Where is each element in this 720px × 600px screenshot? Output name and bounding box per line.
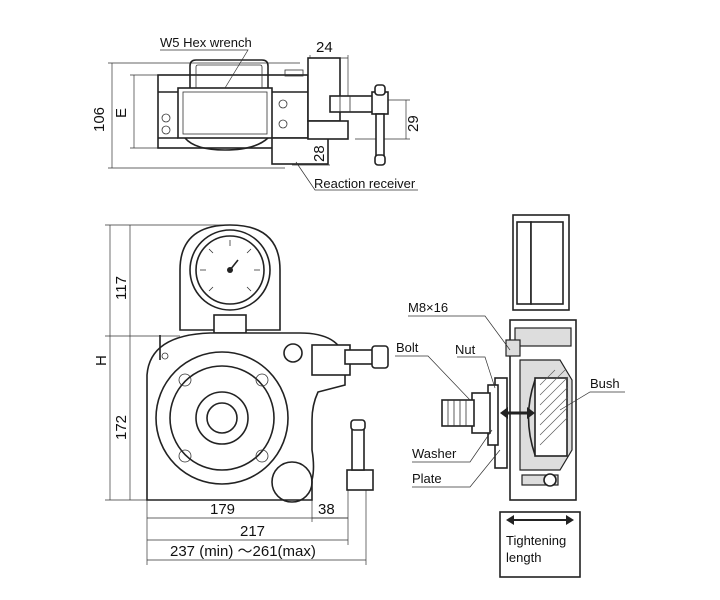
nut-label: Nut [455, 342, 476, 357]
plate-label: Plate [412, 471, 442, 486]
dim-106-label: 106 [91, 107, 108, 132]
dim-e-label: E [113, 108, 130, 118]
m8-label: M8×16 [408, 300, 448, 315]
tightening-label-line2: length [506, 550, 541, 565]
dim-217-label: 217 [240, 523, 265, 540]
front-view: 117 H 172 179 38 217 237 (min) ～261(max) [93, 224, 389, 565]
dim-117-label: 117 [113, 276, 130, 300]
dim-172-label: 172 [113, 415, 130, 440]
dim-28-label: 28 [311, 145, 328, 162]
dim-237-261-label: 237 (min) ～261(max) [170, 543, 316, 560]
hex-wrench-label: W5 Hex wrench [160, 35, 252, 50]
side-view: M8×16 Bolt Nut Bush Washer Plate Tighten… [395, 214, 625, 578]
bolt-label: Bolt [396, 340, 419, 355]
washer-label: Washer [412, 446, 457, 461]
reaction-receiver-label: Reaction receiver [314, 176, 416, 191]
bush-label: Bush [590, 376, 620, 391]
dim-24-label: 24 [316, 39, 333, 56]
dim-179-label: 179 [210, 501, 235, 518]
dim-38-label: 38 [318, 501, 335, 518]
top-view: W5 Hex wrench 24 106 E 29 28 Reaction re… [91, 35, 422, 191]
dim-29-label: 29 [405, 115, 422, 132]
tightening-label-line1: Tightening [506, 533, 566, 548]
dim-h-label: H [93, 355, 110, 366]
